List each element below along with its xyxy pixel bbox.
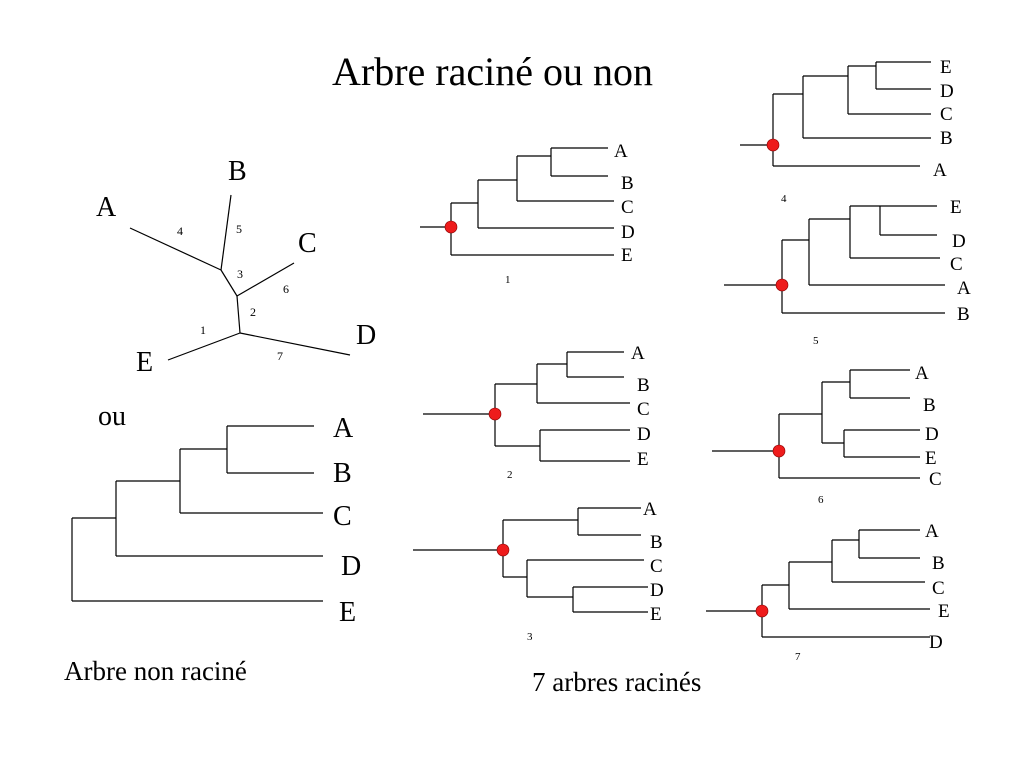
tree5-number: 5 bbox=[813, 335, 819, 347]
tree2-leaf-d: D bbox=[637, 424, 651, 445]
rooted-tree-2: A B C D E 2 bbox=[423, 343, 651, 481]
branch-label-1: 1 bbox=[200, 323, 206, 337]
separator-text: ou bbox=[98, 401, 126, 432]
root-marker bbox=[772, 444, 786, 458]
tree2-number: 2 bbox=[507, 469, 513, 481]
branch-5 bbox=[220, 194, 232, 271]
tree1-leaf-b: B bbox=[621, 173, 634, 194]
tree4-leaf-d: D bbox=[940, 81, 954, 102]
tree3-leaf-e: E bbox=[650, 604, 662, 625]
rooted-tree-7: A B C E D 7 bbox=[706, 521, 950, 663]
rooted-tree-6: A B D E C 6 bbox=[712, 363, 942, 506]
branch-label-6: 6 bbox=[283, 282, 289, 296]
cladogram-labels: A B C D E bbox=[333, 413, 361, 628]
unrooted-branch-labels: 1 2 3 4 5 6 7 bbox=[177, 222, 289, 363]
tree4-leaf-a: A bbox=[933, 160, 947, 181]
tree4-leaf-b: B bbox=[940, 128, 953, 149]
cladogram-leaf-a: A bbox=[333, 413, 354, 444]
cladogram-leaf-b: B bbox=[333, 458, 352, 489]
rooted-tree-4: E D C B A 4 bbox=[740, 57, 954, 205]
branch-label-7: 7 bbox=[277, 349, 283, 363]
unrooted-leaf-a: A bbox=[96, 192, 117, 223]
tree6-leaf-a: A bbox=[915, 363, 929, 384]
tree6-number: 6 bbox=[818, 494, 824, 506]
branch-label-5: 5 bbox=[236, 222, 242, 236]
tree7-leaf-a: A bbox=[925, 521, 939, 542]
root-marker bbox=[775, 278, 789, 292]
tree3-leaf-b: B bbox=[650, 532, 663, 553]
root-marker bbox=[766, 138, 780, 152]
cladogram-leaf-e: E bbox=[339, 597, 356, 628]
tree1-number: 1 bbox=[505, 274, 511, 286]
tree5-leaf-c: C bbox=[950, 254, 963, 275]
tree4-leaf-c: C bbox=[940, 104, 953, 125]
tree6-leaf-b: B bbox=[923, 395, 936, 416]
tree5-leaf-b: B bbox=[957, 304, 970, 325]
tree5-leaf-e: E bbox=[950, 197, 962, 218]
branch-1 bbox=[167, 332, 241, 361]
tree5-leaf-a: A bbox=[957, 278, 971, 299]
rooted-caption: 7 arbres racinés bbox=[532, 667, 702, 697]
unrooted-caption: Arbre non raciné bbox=[64, 656, 247, 686]
tree7-leaf-d: D bbox=[929, 632, 943, 653]
tree2-leaf-e: E bbox=[637, 449, 649, 470]
tree1-leaf-e: E bbox=[621, 245, 633, 266]
unrooted-leaf-c: C bbox=[298, 228, 317, 259]
tree2-leaf-a: A bbox=[631, 343, 645, 364]
tree1-leaf-a: A bbox=[614, 141, 628, 162]
root-marker bbox=[488, 407, 502, 421]
tree3-leaf-d: D bbox=[650, 580, 664, 601]
tree3-number: 3 bbox=[527, 631, 533, 643]
branch-label-4: 4 bbox=[177, 224, 183, 238]
tree4-number: 4 bbox=[781, 193, 787, 205]
tree6-leaf-d: D bbox=[925, 424, 939, 445]
tree5-leaf-d: D bbox=[952, 231, 966, 252]
tree7-leaf-e: E bbox=[938, 601, 950, 622]
tree1-leaf-d: D bbox=[621, 222, 635, 243]
root-marker bbox=[755, 604, 769, 618]
cladogram-leaf-d: D bbox=[341, 551, 361, 582]
rooted-tree-1: A B C D E 1 bbox=[420, 141, 635, 286]
tree7-leaf-c: C bbox=[932, 578, 945, 599]
branch-label-3: 3 bbox=[237, 267, 243, 281]
unrooted-leaf-d: D bbox=[356, 320, 376, 351]
tree4-leaf-e: E bbox=[940, 57, 952, 78]
cladogram-leaf-c: C bbox=[333, 501, 352, 532]
tree2-leaf-b: B bbox=[637, 375, 650, 396]
root-marker bbox=[496, 543, 510, 557]
tree3-leaf-a: A bbox=[643, 499, 657, 520]
branch-label-2: 2 bbox=[250, 305, 256, 319]
root-marker bbox=[444, 220, 458, 234]
branch-3 bbox=[220, 269, 238, 297]
tree2-leaf-c: C bbox=[637, 399, 650, 420]
cladogram bbox=[71, 425, 323, 602]
tree7-leaf-b: B bbox=[932, 553, 945, 574]
tree1-leaf-c: C bbox=[621, 197, 634, 218]
unrooted-leaf-b: B bbox=[228, 156, 247, 187]
rooted-tree-3: A B C D E 3 bbox=[413, 499, 664, 643]
rooted-tree-5: E D C A B 5 bbox=[724, 197, 971, 347]
branch-7 bbox=[239, 332, 351, 356]
tree6-leaf-c: C bbox=[929, 469, 942, 490]
branch-4 bbox=[129, 227, 222, 271]
tree3-leaf-c: C bbox=[650, 556, 663, 577]
unrooted-leaf-e: E bbox=[136, 347, 153, 378]
branch-6 bbox=[236, 262, 295, 297]
tree6-leaf-e: E bbox=[925, 448, 937, 469]
branch-2 bbox=[236, 295, 241, 334]
unrooted-tree bbox=[129, 194, 351, 361]
slide-title: Arbre raciné ou non bbox=[332, 49, 653, 94]
unrooted-leaf-labels: A B C D E bbox=[96, 156, 376, 378]
tree7-number: 7 bbox=[795, 651, 801, 663]
